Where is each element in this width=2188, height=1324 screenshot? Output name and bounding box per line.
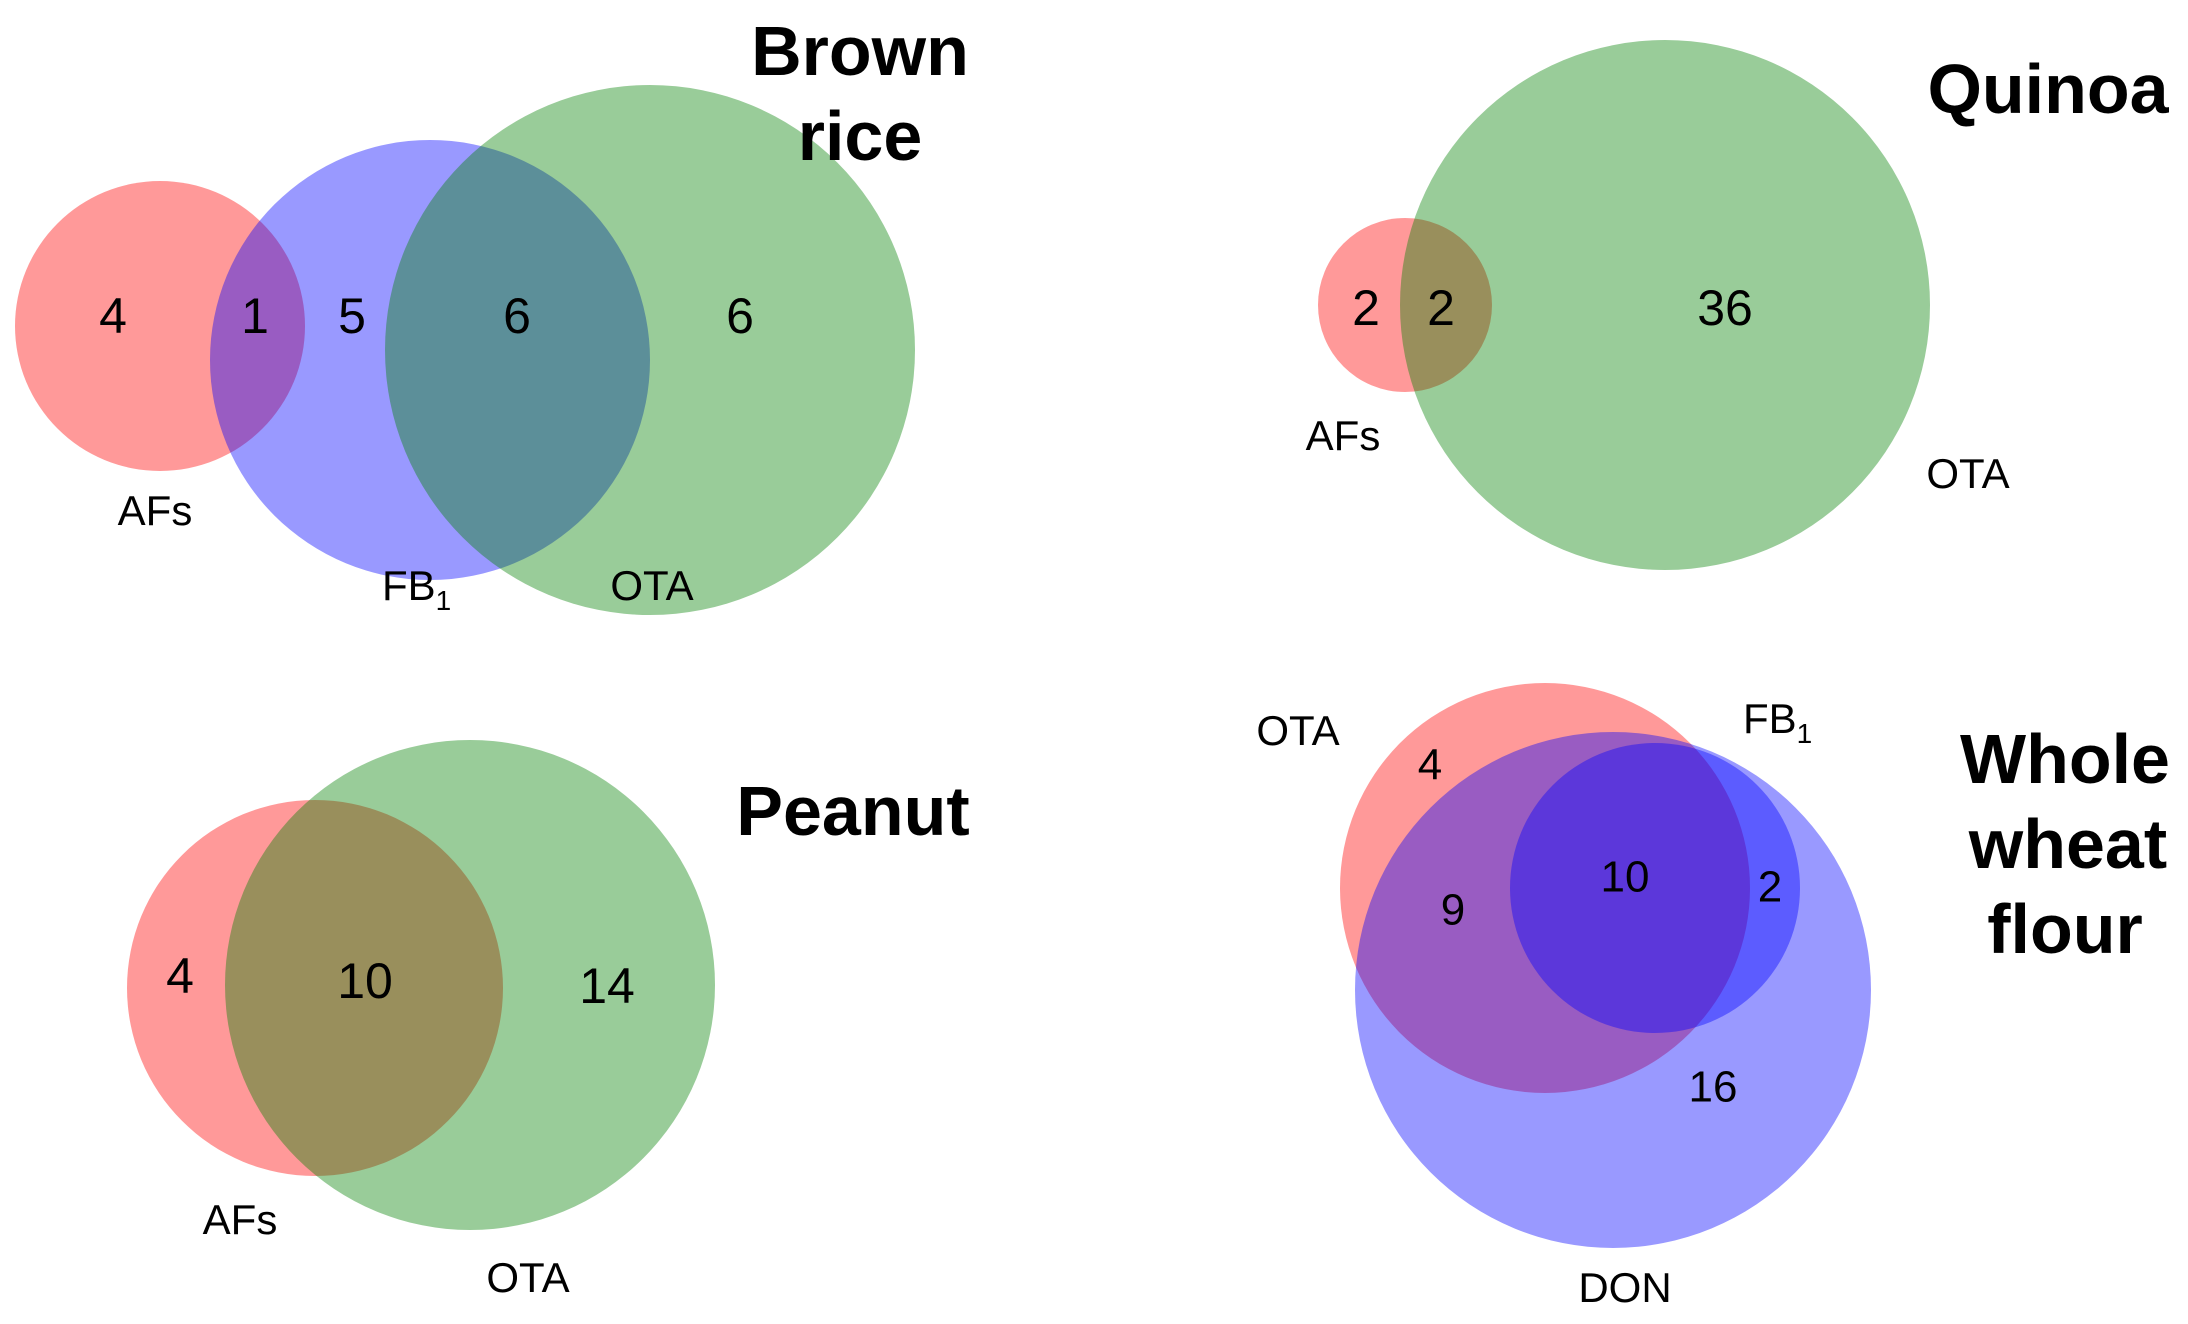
set-label-ota: OTA bbox=[1926, 450, 2009, 497]
diagram-title: Quinoa bbox=[1927, 50, 2169, 128]
region-ota-only: 6 bbox=[726, 288, 754, 344]
set-label-afs: AFs bbox=[203, 1196, 278, 1243]
diagram-title-line-3: flour bbox=[1987, 890, 2143, 968]
region-don-only: 16 bbox=[1689, 1063, 1738, 1112]
region-fb1-don: 2 bbox=[1758, 863, 1782, 912]
circle-ota bbox=[1400, 40, 1930, 570]
set-label-ota: OTA bbox=[610, 562, 693, 609]
region-afs-only: 4 bbox=[99, 288, 127, 344]
set-label-afs: AFs bbox=[1306, 412, 1381, 459]
region-ota-don: 9 bbox=[1441, 886, 1465, 935]
venn-whole-wheat-flour: 4 9 10 2 16 OTA FB1 DON Whole wheat flou… bbox=[1256, 683, 2170, 1311]
circle-ota bbox=[225, 740, 715, 1230]
set-label-fb1: FB1 bbox=[382, 562, 451, 616]
diagram-title-line-1: Brown bbox=[751, 12, 969, 90]
set-label-fb1: FB1 bbox=[1743, 695, 1812, 749]
set-label-ota: OTA bbox=[486, 1254, 569, 1301]
region-ota-fb1-don: 10 bbox=[1601, 853, 1650, 902]
diagram-title-line-1: Whole bbox=[1960, 720, 2170, 798]
region-ota-only: 14 bbox=[579, 958, 635, 1014]
venn-brown-rice: 4 1 5 6 6 AFs FB1 OTA Brown rice bbox=[15, 12, 969, 616]
circle-fb1 bbox=[210, 140, 650, 580]
region-afs-only: 4 bbox=[166, 948, 194, 1004]
diagram-title-line-2: rice bbox=[798, 97, 923, 175]
region-fb1-only: 5 bbox=[338, 288, 366, 344]
region-afs-fb1: 1 bbox=[241, 288, 269, 344]
circle-fb1 bbox=[1510, 743, 1800, 1033]
venn-quinoa: 2 2 36 AFs OTA Quinoa bbox=[1306, 40, 2170, 570]
diagram-title-line-2: wheat bbox=[1968, 805, 2167, 883]
circle-don bbox=[1355, 732, 1871, 1248]
circle-ota bbox=[385, 85, 915, 615]
circle-ota bbox=[1340, 683, 1750, 1093]
set-label-don: DON bbox=[1578, 1264, 1671, 1311]
region-afs-ota: 10 bbox=[337, 953, 393, 1009]
circle-afs bbox=[15, 181, 305, 471]
region-ota-only: 36 bbox=[1697, 280, 1753, 336]
set-label-ota: OTA bbox=[1256, 707, 1339, 754]
region-ota-only: 4 bbox=[1418, 741, 1442, 790]
set-label-afs: AFs bbox=[118, 487, 193, 534]
diagram-title: Peanut bbox=[736, 772, 969, 850]
circle-afs bbox=[1318, 218, 1492, 392]
region-afs-only: 2 bbox=[1352, 280, 1380, 336]
region-afs-ota: 2 bbox=[1427, 280, 1455, 336]
region-fb1-ota: 6 bbox=[503, 288, 531, 344]
circle-afs bbox=[127, 800, 503, 1176]
venn-peanut: 4 10 14 AFs OTA Peanut bbox=[127, 740, 970, 1301]
